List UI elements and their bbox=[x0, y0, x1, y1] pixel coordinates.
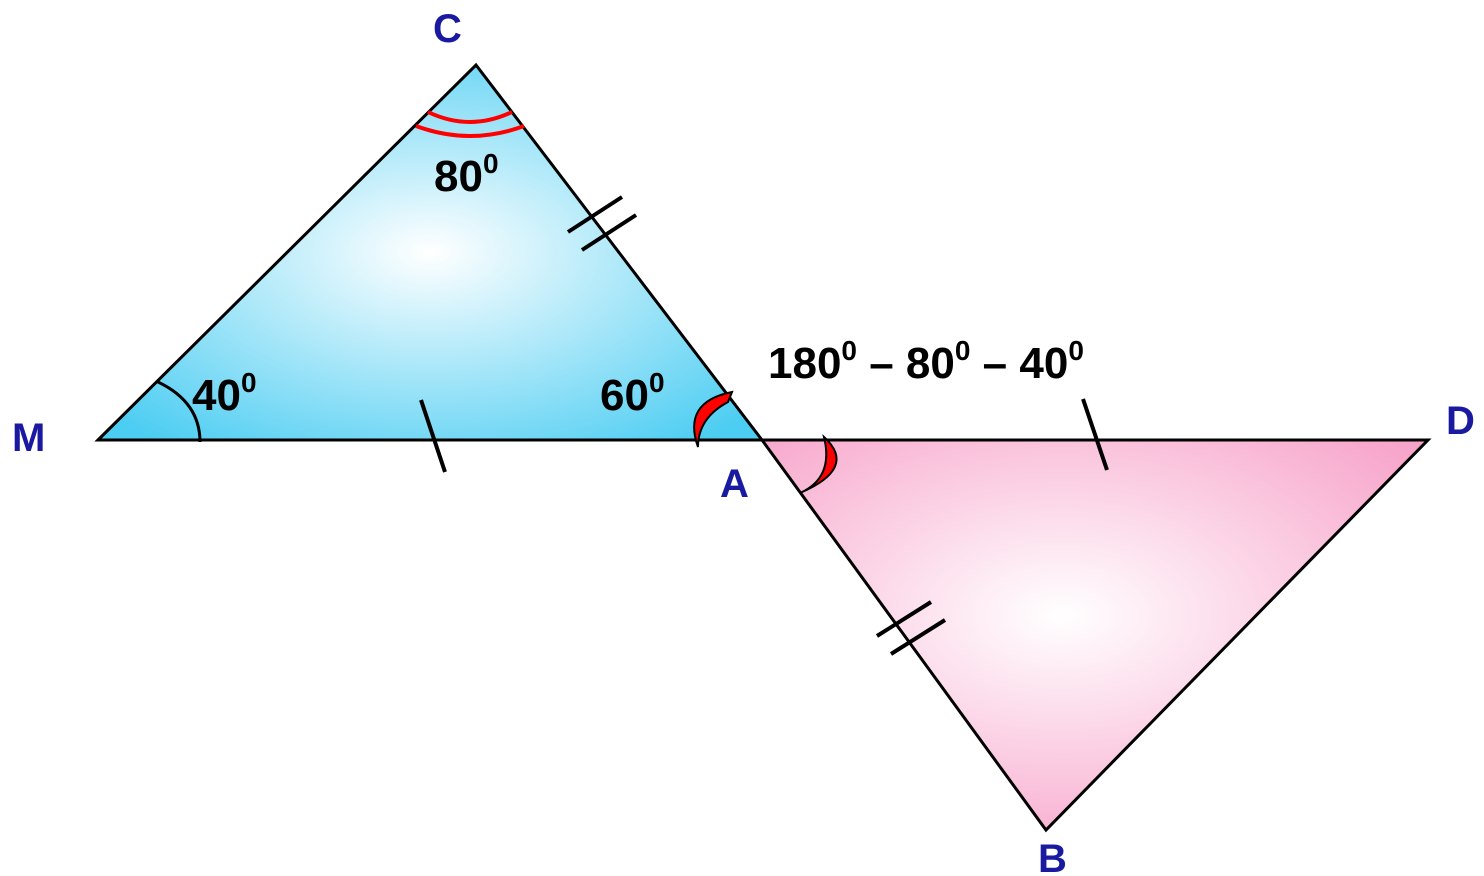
angle-mark-m bbox=[157, 380, 202, 443]
double-tick-ab bbox=[875, 600, 947, 656]
triangle-mca bbox=[94, 62, 766, 442]
triangle-adb bbox=[759, 438, 1432, 833]
angle-label-c: 800 bbox=[434, 148, 499, 201]
angle-expression: 1800 – 800 – 400 bbox=[768, 335, 1084, 388]
double-tick-ca bbox=[566, 195, 638, 252]
vertex-label-m: M bbox=[12, 416, 45, 460]
angle-label-a: 600 bbox=[600, 367, 665, 420]
vertex-label-c: C bbox=[433, 7, 462, 51]
vertex-label-b: B bbox=[1038, 837, 1067, 876]
tick-ma bbox=[419, 399, 447, 473]
vertex-label-a: A bbox=[720, 462, 749, 506]
angle-mark-a-left bbox=[693, 390, 734, 448]
angle-label-m: 400 bbox=[192, 367, 257, 420]
angle-mark-c bbox=[415, 110, 525, 138]
angle-mark-a-right bbox=[799, 434, 838, 494]
tick-ad bbox=[1081, 398, 1109, 471]
vertex-label-d: D bbox=[1446, 399, 1475, 443]
